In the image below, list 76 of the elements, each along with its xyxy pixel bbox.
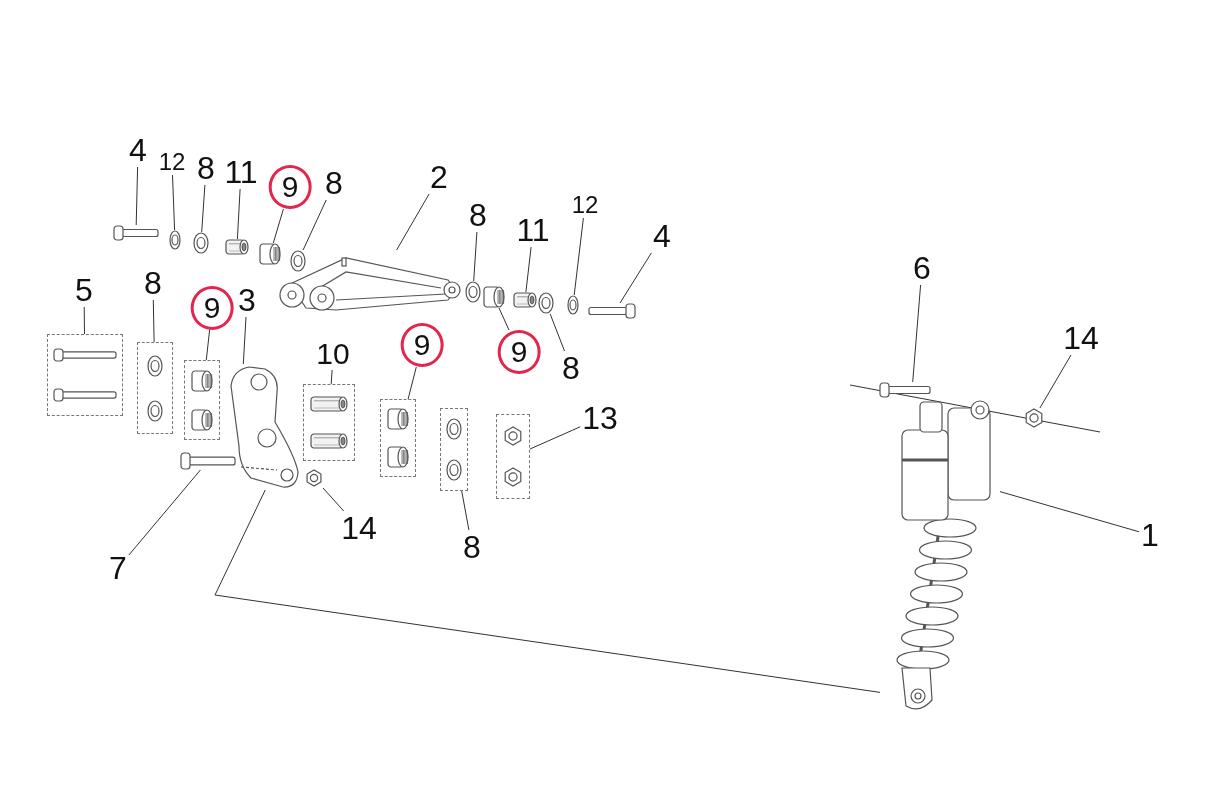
leader-line — [407, 366, 417, 400]
bolt-drawing — [879, 382, 931, 398]
leader-line — [912, 284, 922, 383]
dashed-group-box — [496, 414, 530, 499]
leader-line — [498, 307, 510, 331]
washer-drawing — [290, 250, 306, 272]
leader-line — [205, 329, 211, 361]
callout-number: 7 — [107, 551, 129, 585]
callout-number: 6 — [911, 251, 933, 285]
washer-drawing — [538, 292, 554, 314]
leader-line — [525, 246, 532, 293]
washer-drawing — [567, 295, 579, 315]
leader-line — [999, 491, 1140, 533]
leader-line — [619, 252, 652, 304]
callout-number: 3 — [236, 283, 258, 317]
leader-line — [242, 316, 247, 365]
bearing-drawing — [483, 286, 505, 308]
bolt-drawing — [113, 225, 159, 241]
circled-callout-number: 9 — [190, 286, 234, 330]
washer-drawing — [465, 281, 481, 303]
washer-drawing — [169, 230, 181, 250]
callout-number: 5 — [73, 273, 95, 307]
callout-number: 4 — [127, 133, 149, 167]
dashed-group-box — [184, 360, 220, 440]
dashed-group-box — [303, 384, 355, 461]
leader-line — [83, 306, 85, 335]
callout-number: 8 — [467, 198, 489, 232]
leader-line — [473, 231, 478, 282]
callout-number: 10 — [314, 338, 352, 370]
nut-drawing — [1024, 408, 1044, 428]
callout-number: 14 — [1061, 321, 1101, 355]
callout-number: 4 — [651, 219, 673, 253]
callout-number: 14 — [339, 511, 379, 545]
callout-number: 8 — [142, 266, 164, 300]
dashed-group-box — [47, 334, 123, 416]
leader-line — [549, 313, 565, 352]
circled-callout-number: 9 — [497, 330, 541, 374]
leader-line — [461, 490, 470, 531]
callout-number: 8 — [461, 530, 483, 564]
dashed-group-box — [380, 399, 416, 477]
bearing-drawing — [259, 243, 281, 265]
leader-line — [135, 166, 139, 226]
nut-drawing — [305, 468, 323, 488]
circled-callout-number: 9 — [400, 323, 444, 367]
leader-line — [330, 369, 333, 385]
bolt-drawing — [180, 452, 236, 470]
bushing-drawing — [225, 239, 249, 255]
callout-number: 2 — [428, 160, 450, 194]
callout-number: 1 — [1139, 518, 1161, 552]
leader-line — [236, 188, 241, 240]
callout-number: 8 — [560, 351, 582, 385]
leader-line — [152, 299, 155, 343]
leader-line — [573, 217, 584, 296]
circled-callout-number: 9 — [268, 165, 312, 209]
leader-line — [172, 174, 176, 231]
dashed-group-box — [440, 408, 468, 491]
callout-number: 11 — [222, 155, 260, 189]
dashed-group-box — [137, 342, 173, 434]
leader-line — [302, 199, 327, 251]
leader-line — [272, 208, 284, 244]
callout-number: 8 — [195, 151, 217, 185]
leader-line — [1039, 354, 1072, 409]
callout-number: 13 — [580, 401, 620, 435]
leader-line — [128, 469, 201, 556]
leader-line — [529, 426, 581, 450]
callout-number: 12 — [569, 192, 601, 218]
leader-line — [396, 193, 430, 251]
leader-line — [201, 184, 206, 233]
washer-drawing — [193, 232, 209, 254]
callout-number: 8 — [323, 166, 345, 200]
callout-number: 12 — [156, 149, 188, 175]
bolt-drawing — [588, 303, 636, 319]
callout-number: 11 — [514, 213, 552, 247]
leader-line — [322, 487, 345, 512]
bushing-drawing — [513, 292, 537, 308]
assembly-line — [214, 489, 881, 693]
